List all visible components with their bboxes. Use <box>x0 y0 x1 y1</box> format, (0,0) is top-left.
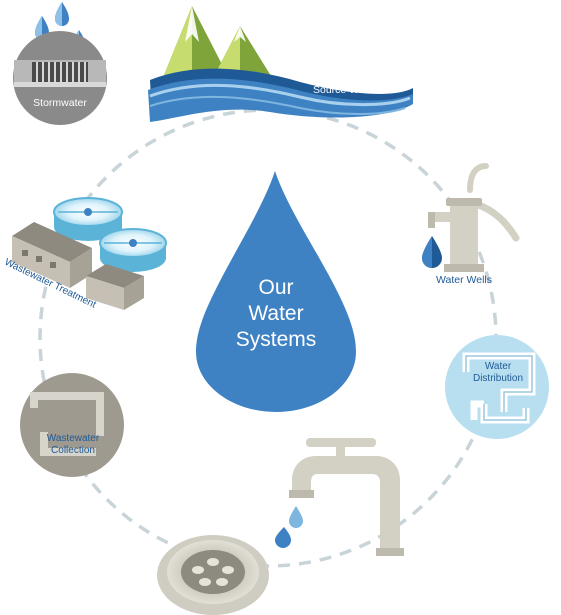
wastewater-collection-circle <box>20 373 124 477</box>
treatment-pool-icon <box>53 197 123 241</box>
pipe-network-icon <box>465 355 533 421</box>
treatment-building-icon <box>86 264 144 310</box>
water-wells-stage: Water Wells <box>422 163 520 286</box>
water-wells-label: Water Wells <box>436 274 492 286</box>
center-title-line-2: Water <box>248 302 303 325</box>
wastewater-collection-stage: Wastewater Collection <box>20 373 124 477</box>
source-water-label: Source Water <box>313 84 377 96</box>
water-distribution-label: Water <box>485 361 512 372</box>
wave-icon <box>148 68 413 122</box>
source-water-stage: Source Water <box>148 6 413 122</box>
drain-icon <box>157 535 269 615</box>
hand-pump-icon <box>428 163 520 272</box>
center-title-line-3: Systems <box>236 328 317 351</box>
wastewater-collection-label-2: Collection <box>51 445 95 456</box>
wastewater-collection-label: Wastewater <box>47 433 100 444</box>
stormwater-label: Stormwater <box>33 97 87 109</box>
stormwater-stage: Stormwater <box>13 2 107 125</box>
water-drop-icon <box>422 236 442 268</box>
faucet-icon <box>289 438 404 556</box>
treatment-pool-icon <box>99 228 167 272</box>
water-distribution-stage: Water Distribution <box>445 335 549 439</box>
storm-drain-grate-icon <box>32 62 88 82</box>
sewer-pipe-icon <box>30 392 104 456</box>
wastewater-treatment-stage: Wastewater Treatment <box>3 197 167 311</box>
water-drop-icon <box>275 506 303 548</box>
center-water-drop: Our Water Systems <box>196 171 356 412</box>
faucet-stage <box>275 438 404 556</box>
treatment-building-icon <box>12 222 92 288</box>
center-title-line-1: Our <box>258 276 293 299</box>
water-distribution-label-2: Distribution <box>473 373 523 384</box>
